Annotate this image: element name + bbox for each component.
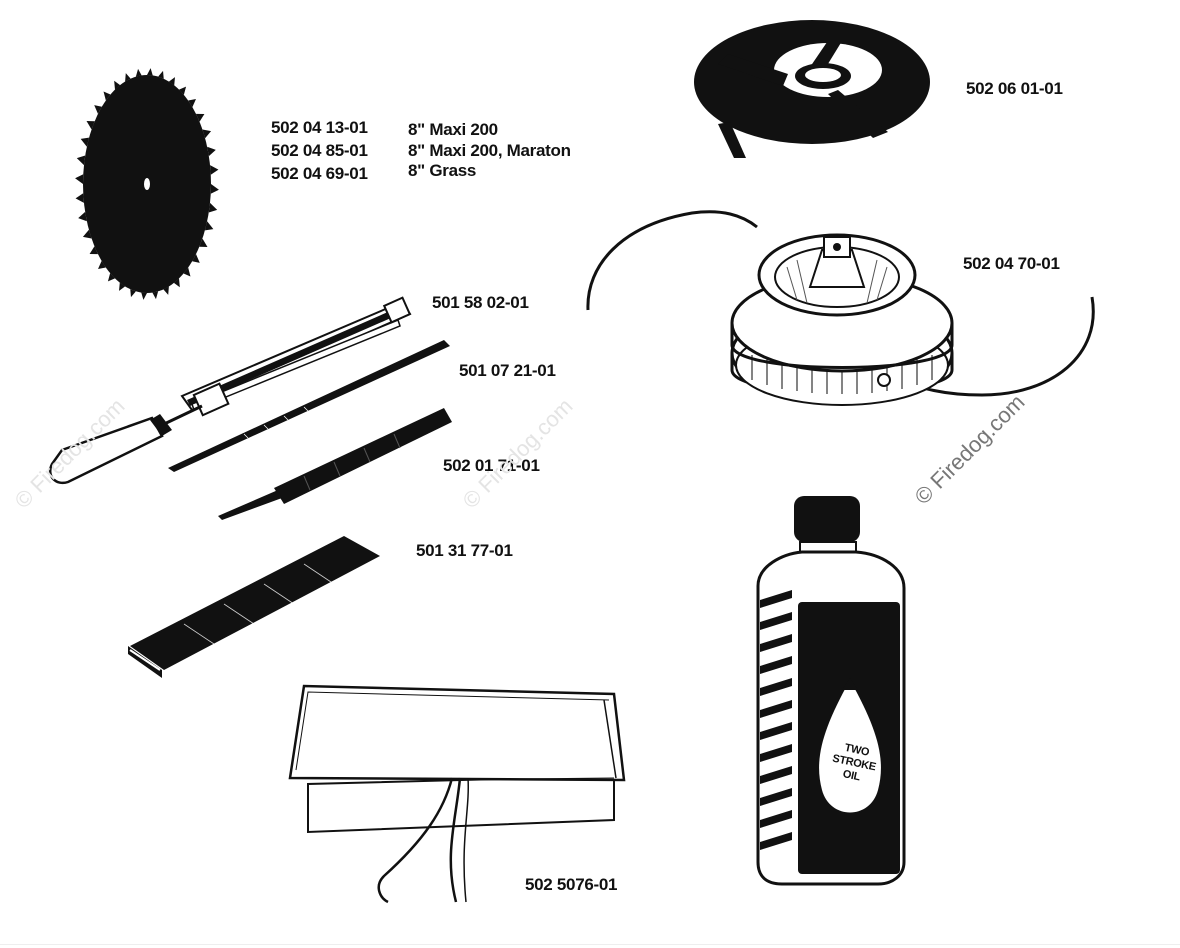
blade-tooth (89, 246, 98, 255)
blade-tooth (141, 292, 147, 300)
blade-tooth (76, 155, 86, 166)
blade-tooth (80, 137, 90, 147)
guard-disc-icon (694, 20, 930, 158)
blade-tooth (94, 105, 102, 114)
blade-tooth (204, 221, 214, 231)
blade-tooth (78, 211, 87, 222)
blade-tooth (208, 202, 218, 213)
blade-number-2: 502 04 85-01 (271, 141, 368, 160)
blade-tooth (119, 282, 126, 291)
blade-tooth (130, 289, 136, 298)
saw-blade-icon (75, 68, 219, 300)
blade-tooth (125, 73, 131, 82)
blade-tooth (202, 129, 212, 139)
blade-tooth (168, 77, 175, 86)
bottom-rule (0, 944, 1180, 945)
tool-pouch-number: 502 5076-01 (525, 875, 618, 894)
round-file-number: 501 07 21-01 (459, 361, 556, 380)
file-holder-number: 501 58 02-01 (432, 293, 529, 312)
tool-pouch-icon (288, 684, 626, 904)
oil-bottle-icon (756, 496, 906, 886)
blade-tooth (183, 267, 191, 277)
blade-tooth (147, 68, 153, 76)
blade-tooth (163, 286, 169, 295)
blade-desc-3: 8" Grass (408, 161, 477, 180)
blade-tooth (135, 68, 142, 77)
blade-tooth (173, 278, 180, 288)
blade-tooth (210, 184, 219, 194)
blade-tooth (86, 121, 95, 130)
blade-desc-2: 8" Maxi 200, Maraton (408, 141, 571, 160)
flat-file-number: 502 01 71-01 (443, 456, 540, 475)
blade-tooth (188, 98, 196, 108)
trimmer-head-number: 502 04 70-01 (963, 254, 1060, 273)
blade-desc-1: 8" Maxi 200 (408, 120, 498, 139)
blade-tooth (103, 91, 111, 101)
depth-gauge-number: 501 31 77-01 (416, 541, 513, 560)
blade-tooth (98, 260, 106, 270)
blade-number-3: 502 04 69-01 (271, 164, 368, 183)
blade-tooth (158, 70, 164, 79)
depth-gauge-icon (128, 536, 380, 678)
blade-tooth (114, 80, 121, 90)
blade-tooth (152, 291, 159, 300)
blade-number-1: 502 04 13-01 (271, 118, 368, 137)
blade-tooth (75, 193, 84, 203)
flat-file-icon (218, 408, 452, 520)
blade-tooth (107, 273, 115, 282)
blade-tooth (210, 165, 219, 175)
blade-tooth (179, 86, 187, 95)
blade-tooth (207, 146, 216, 157)
watermark-text: © Firedog.com (457, 393, 578, 514)
blade-tooth (192, 254, 200, 263)
blade-tooth (196, 113, 205, 122)
round-file-icon (168, 340, 450, 472)
blade-tooth (199, 238, 208, 247)
file-holder-icon (49, 296, 412, 485)
trimmer-head-icon (586, 210, 1095, 406)
blade-tooth (75, 174, 84, 184)
blade-tooth (82, 229, 92, 239)
guard-number: 502 06 01-01 (966, 79, 1063, 98)
